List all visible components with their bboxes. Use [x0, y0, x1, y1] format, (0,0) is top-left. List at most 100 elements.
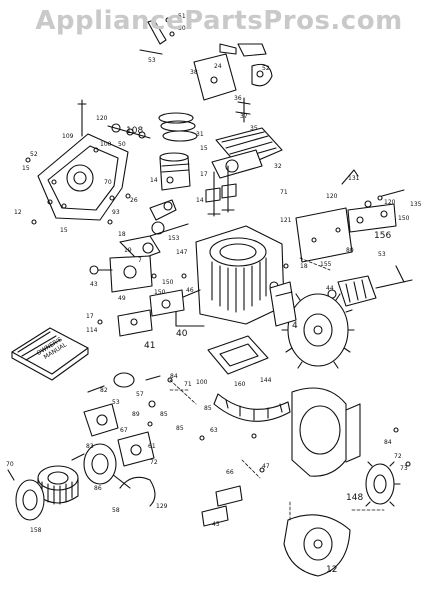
ref-number: 38: [190, 69, 198, 76]
ref-number: 53: [148, 57, 156, 64]
ref-number: 150: [162, 279, 174, 286]
ref-number: 15: [22, 165, 30, 172]
ref-number: 71: [280, 189, 288, 196]
piston-rings-part: [158, 112, 198, 142]
ref-number: 131: [348, 175, 360, 182]
ref-number: 15: [200, 145, 208, 152]
ref-number: 158: [30, 527, 42, 534]
ref-number: 17: [200, 171, 208, 178]
callout-12: 12: [326, 565, 337, 575]
ref-number: 100: [196, 379, 208, 386]
ref-number: 51: [178, 13, 186, 20]
ref-number: 144: [260, 377, 272, 384]
piston-part: [159, 152, 191, 191]
ref-number: 49: [118, 295, 126, 302]
flywheel-part: [281, 293, 355, 369]
fuel-bowl-part: [83, 403, 119, 437]
leader-lines: [169, 257, 385, 521]
ref-number: 37: [240, 113, 248, 120]
baffle-part: [213, 393, 291, 422]
fuel-line-part: [111, 473, 156, 507]
ref-number: 15: [60, 227, 68, 234]
ref-number: 7: [138, 257, 142, 264]
ref-number: 14: [196, 197, 204, 204]
ref-number: 114: [86, 327, 98, 334]
ref-number: 121: [280, 217, 292, 224]
throttle-control-part: [341, 169, 405, 208]
ref-number: 150: [398, 215, 410, 222]
ref-number: 155: [320, 261, 332, 268]
part-reference-numbers: 51 50 53 38 24 52 36 37 35 32 120 109 10…: [6, 13, 422, 534]
connecting-rod-part: [149, 199, 177, 221]
hardware-fasteners: [25, 157, 411, 473]
ref-number: 19: [124, 247, 132, 254]
carburetor-part: [89, 255, 153, 293]
air-cleaner-base-part: [71, 443, 117, 485]
callout-40: 40: [176, 329, 188, 339]
ref-number: 45: [212, 521, 220, 528]
ref-number: 17: [86, 313, 94, 320]
ref-number: 35: [250, 125, 258, 132]
ref-number: 67: [120, 427, 128, 434]
ref-number: 70: [6, 461, 14, 468]
ref-number: 14: [150, 177, 158, 184]
ref-number: 153: [168, 235, 180, 242]
ref-number: 83: [86, 443, 94, 450]
ref-number: 120: [384, 199, 396, 206]
ref-number: 135: [410, 201, 422, 208]
ref-number: 31: [196, 131, 204, 138]
spring-clip-part: [235, 63, 273, 123]
intake-gasket-part: [117, 289, 185, 337]
owners-manual-part: [11, 327, 89, 381]
ref-number: 93: [112, 209, 120, 216]
ref-number: 85: [204, 405, 212, 412]
ref-number: 150: [154, 289, 166, 296]
ref-number: 61: [148, 443, 156, 450]
air-filter-element-part: [37, 465, 79, 505]
bracket-part-top: [193, 43, 267, 101]
camshaft-part: [107, 123, 151, 139]
ref-number: 147: [176, 249, 188, 256]
blower-housing-bracket-part: [295, 207, 353, 263]
ref-number: 80: [346, 247, 354, 254]
ref-number: 70: [104, 179, 112, 186]
ref-number: 36: [234, 95, 242, 102]
ref-number: 50: [118, 141, 126, 148]
ref-number: 53: [112, 399, 120, 406]
blower-housing-part: [291, 387, 361, 477]
ref-number: 73: [400, 465, 408, 472]
governor-linkage-part: [139, 17, 175, 55]
base-plate-part: [207, 335, 269, 375]
bracket-plate-bottom: [201, 485, 243, 527]
recoil-starter-housing-part: [283, 514, 351, 577]
ref-number: 12: [14, 209, 22, 216]
crankcase-cover-part: [37, 99, 129, 221]
air-cleaner-cover-part: [7, 469, 45, 521]
ref-number: 100: [100, 141, 112, 148]
ref-number: 120: [96, 115, 108, 122]
ref-number: 84: [384, 439, 392, 446]
ref-number: 50: [178, 25, 186, 32]
ref-number: 53: [378, 251, 386, 258]
ref-number: 82: [100, 387, 108, 394]
head-gasket-part: [211, 149, 263, 179]
ref-number: 43: [90, 281, 98, 288]
ref-number: 160: [234, 381, 246, 388]
ref-number: 86: [94, 485, 102, 492]
callout-156: 156: [374, 231, 391, 241]
valve-parts: [205, 165, 237, 217]
ignition-coil-part: [269, 281, 297, 327]
ref-number: 89: [132, 411, 140, 418]
engine-block-part: [175, 225, 285, 327]
ref-number: 26: [130, 197, 138, 204]
callout-4: 4: [292, 321, 298, 331]
ref-number: 63: [210, 427, 218, 434]
starter-pulley-part: [365, 461, 401, 507]
ref-number: 52: [30, 151, 38, 158]
ref-number: 44: [326, 285, 334, 292]
ref-number: 57: [136, 391, 144, 398]
ref-number: 18: [118, 231, 126, 238]
callout-148: 148: [346, 493, 363, 503]
ref-number: 84: [170, 373, 178, 380]
